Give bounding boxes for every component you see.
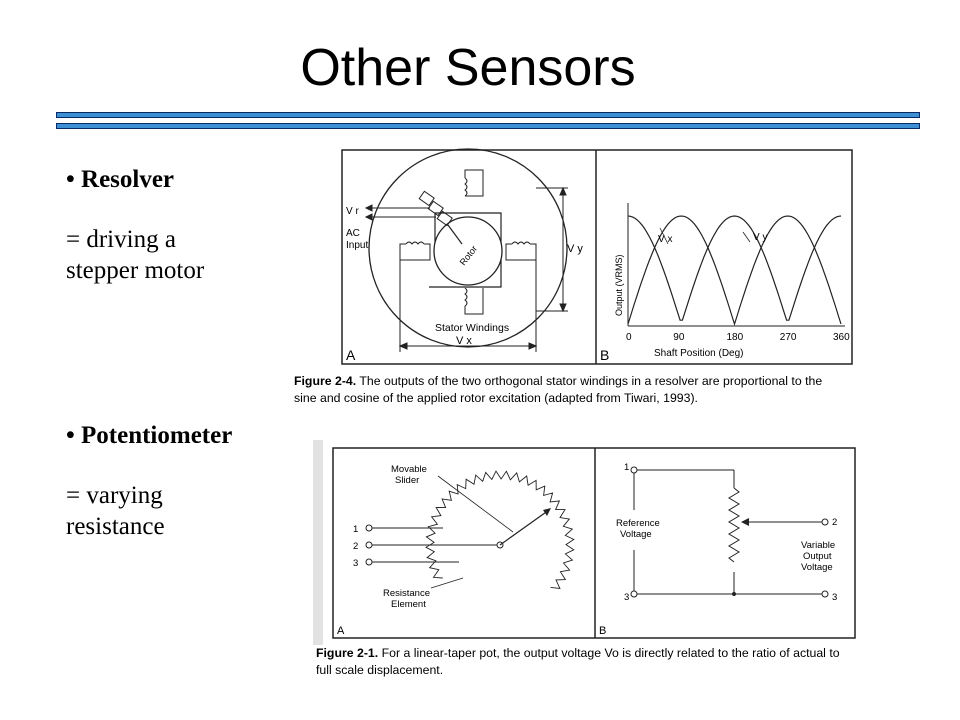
plot-x-ticks: 0 90 180 270 360 bbox=[626, 332, 850, 343]
curve-vx bbox=[627, 215, 842, 321]
curve-vy-label: V y bbox=[753, 232, 767, 243]
output-voltage-line1: Variable bbox=[801, 540, 835, 551]
resolver-description: = driving a stepper motor bbox=[66, 224, 204, 286]
scan-shadow bbox=[313, 440, 323, 645]
vx-dimension bbox=[398, 260, 538, 352]
plot-x-tick-0: 0 bbox=[626, 332, 632, 343]
potentiometer-desc-line2: resistance bbox=[66, 513, 165, 540]
resolver-desc-line1: = driving a bbox=[66, 226, 176, 253]
pot-panel-b-label: B bbox=[599, 625, 606, 637]
output-voltage-line3: Voltage bbox=[801, 562, 833, 573]
resolver-figure: A B Rotor V r AC Input bbox=[341, 148, 853, 365]
potentiometer-bullet: • Potentiometer bbox=[66, 422, 233, 449]
resolver-desc-line2: stepper motor bbox=[66, 257, 205, 284]
slide-title: Other Sensors bbox=[300, 39, 636, 97]
divider-terminal-3-label: 3 bbox=[624, 592, 629, 603]
plot-x-axis-label: Shaft Position (Deg) bbox=[654, 348, 744, 359]
divider-terminal-3b-label: 3 bbox=[832, 592, 837, 603]
pot-panel-a-label: A bbox=[337, 625, 345, 637]
stator-winding-bottom bbox=[464, 287, 484, 315]
slider-label-line2: Slider bbox=[395, 475, 419, 486]
vx-label: V x bbox=[456, 335, 472, 347]
pot-terminal-leads bbox=[365, 524, 497, 566]
divider-terminal-2-label: 2 bbox=[832, 517, 837, 528]
curve-vx-label: V x bbox=[658, 234, 672, 245]
slider-arrow bbox=[543, 508, 551, 516]
potentiometer-figure-frame bbox=[332, 447, 856, 639]
stator-winding-left bbox=[399, 241, 431, 261]
stator-windings-label: Stator Windings bbox=[435, 322, 509, 334]
divider-terminal-1-label: 1 bbox=[624, 462, 629, 473]
pot-caption-label: Figure 2-1. bbox=[316, 646, 379, 660]
movable-slider-arm bbox=[499, 509, 550, 546]
stator-outline bbox=[368, 148, 568, 348]
junction-dot bbox=[732, 592, 736, 596]
resolver-caption-line1: The outputs of the two orthogonal stator… bbox=[359, 374, 823, 388]
reference-voltage-line2: Voltage bbox=[620, 529, 652, 540]
resolver-panel-a-label: A bbox=[346, 347, 356, 363]
stator-winding-top bbox=[464, 169, 484, 197]
potentiometer-description: = varying resistance bbox=[66, 480, 165, 542]
resistance-element bbox=[425, 470, 575, 590]
rotor-coil bbox=[418, 190, 463, 245]
pot-terminal-3-label: 3 bbox=[353, 558, 358, 569]
stator-winding-right bbox=[505, 241, 537, 261]
resolver-caption-line2: sine and cosine of the applied rotor exc… bbox=[294, 391, 698, 405]
resolver-panel-b-label: B bbox=[600, 347, 609, 363]
ac-input-label-line2: Input bbox=[346, 240, 368, 251]
curve-vy bbox=[627, 215, 842, 326]
rotor-circle bbox=[433, 216, 503, 286]
plot-x-tick-90: 90 bbox=[673, 332, 685, 343]
wiper-arrow bbox=[741, 518, 749, 526]
plot-x-tick-180: 180 bbox=[727, 332, 744, 343]
vr-input-arrows bbox=[364, 204, 436, 221]
title-rule-top bbox=[56, 112, 920, 118]
resolver-caption: Figure 2-4. The outputs of the two ortho… bbox=[294, 373, 914, 407]
resistance-label-line1: Resistance bbox=[383, 588, 430, 599]
divider-circuit bbox=[630, 466, 829, 598]
plot-x-tick-360: 360 bbox=[833, 332, 850, 343]
resolver-bullet-text: Resolver bbox=[81, 166, 175, 193]
vy-dimension bbox=[536, 186, 568, 313]
potentiometer-bullet-text: Potentiometer bbox=[81, 422, 233, 449]
stator-inner-frame bbox=[429, 212, 502, 288]
plot-x-tick-270: 270 bbox=[780, 332, 797, 343]
ac-input-label-line1: AC bbox=[346, 228, 360, 239]
resolver-caption-label: Figure 2-4. bbox=[294, 374, 357, 388]
pot-caption-line2: full scale displacement. bbox=[316, 663, 444, 677]
vr-label: V r bbox=[346, 206, 359, 217]
slider-label-line1: Movable bbox=[391, 464, 427, 475]
potentiometer-caption: Figure 2-1. For a linear-taper pot, the … bbox=[316, 645, 916, 679]
resolver-figure-frame bbox=[341, 149, 853, 365]
output-voltage-line2: Output bbox=[803, 551, 832, 562]
reference-voltage-line1: Reference bbox=[616, 518, 660, 529]
resistance-label-line2: Element bbox=[391, 599, 426, 610]
pot-terminal-1-label: 1 bbox=[353, 524, 358, 535]
pot-caption-line1: For a linear-taper pot, the output volta… bbox=[381, 646, 840, 660]
plot-y-axis-label: Output (VRMS) bbox=[614, 254, 624, 316]
title-rule-bottom bbox=[56, 123, 920, 129]
vy-label: V y bbox=[567, 243, 583, 255]
resolver-bullet: • Resolver bbox=[66, 166, 175, 193]
potentiometer-figure: A B Movable Slider 1 2 3 Resistance Elem… bbox=[313, 440, 856, 645]
potentiometer-desc-line1: = varying bbox=[66, 482, 163, 509]
pot-terminal-2-label: 2 bbox=[353, 541, 358, 552]
